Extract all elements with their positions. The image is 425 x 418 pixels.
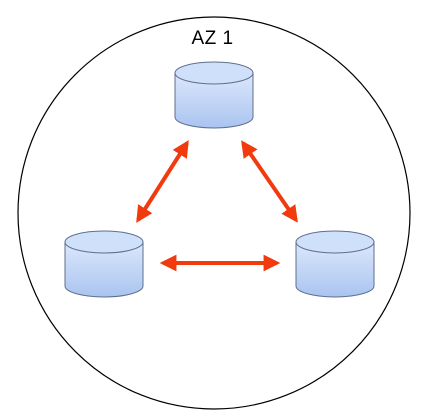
database-cylinder-icon xyxy=(295,230,375,298)
replication-arrow-top-right xyxy=(241,140,298,223)
replication-links xyxy=(136,140,298,272)
availability-zone-boundary xyxy=(17,16,411,410)
database-cylinder-icon xyxy=(174,61,254,129)
database-cylinder-icon xyxy=(64,230,144,298)
replication-arrow-top-left xyxy=(136,140,189,223)
zone-label: AZ 1 xyxy=(191,28,234,49)
